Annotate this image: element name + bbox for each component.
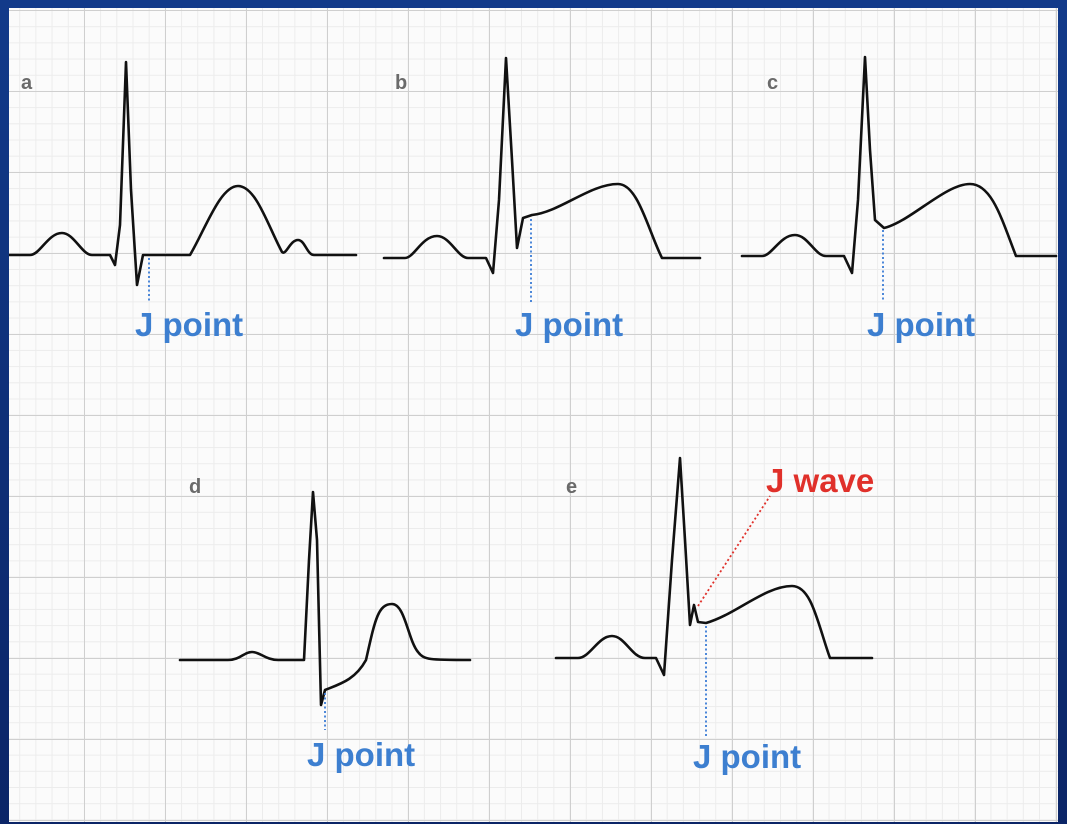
- panel-label-c: c: [767, 72, 779, 94]
- j-point-label-d: J point: [307, 736, 416, 773]
- panel-label-d: d: [189, 476, 202, 498]
- ecg-trace-b: [382, 56, 702, 275]
- panel-label-a: a: [21, 72, 33, 94]
- ecg-trace-d: [178, 490, 472, 707]
- ecg-grid-paper: a b c d e J point J point J point J poin…: [9, 8, 1058, 822]
- j-wave-label: J wave: [766, 462, 875, 499]
- ecg-diagram: [9, 55, 1058, 736]
- j-point-label-e: J point: [693, 738, 802, 775]
- ecg-trace-e: [554, 456, 874, 677]
- panel-label-e: e: [566, 476, 578, 498]
- j-point-label-a: J point: [135, 306, 244, 343]
- j-point-label-c: J point: [867, 306, 976, 343]
- j-point-label-b: J point: [515, 306, 624, 343]
- j-wave-pointer-line: [697, 495, 771, 607]
- panel-label-b: b: [395, 72, 408, 94]
- ecg-trace-a: [9, 60, 358, 287]
- ecg-trace-c: [740, 55, 1058, 275]
